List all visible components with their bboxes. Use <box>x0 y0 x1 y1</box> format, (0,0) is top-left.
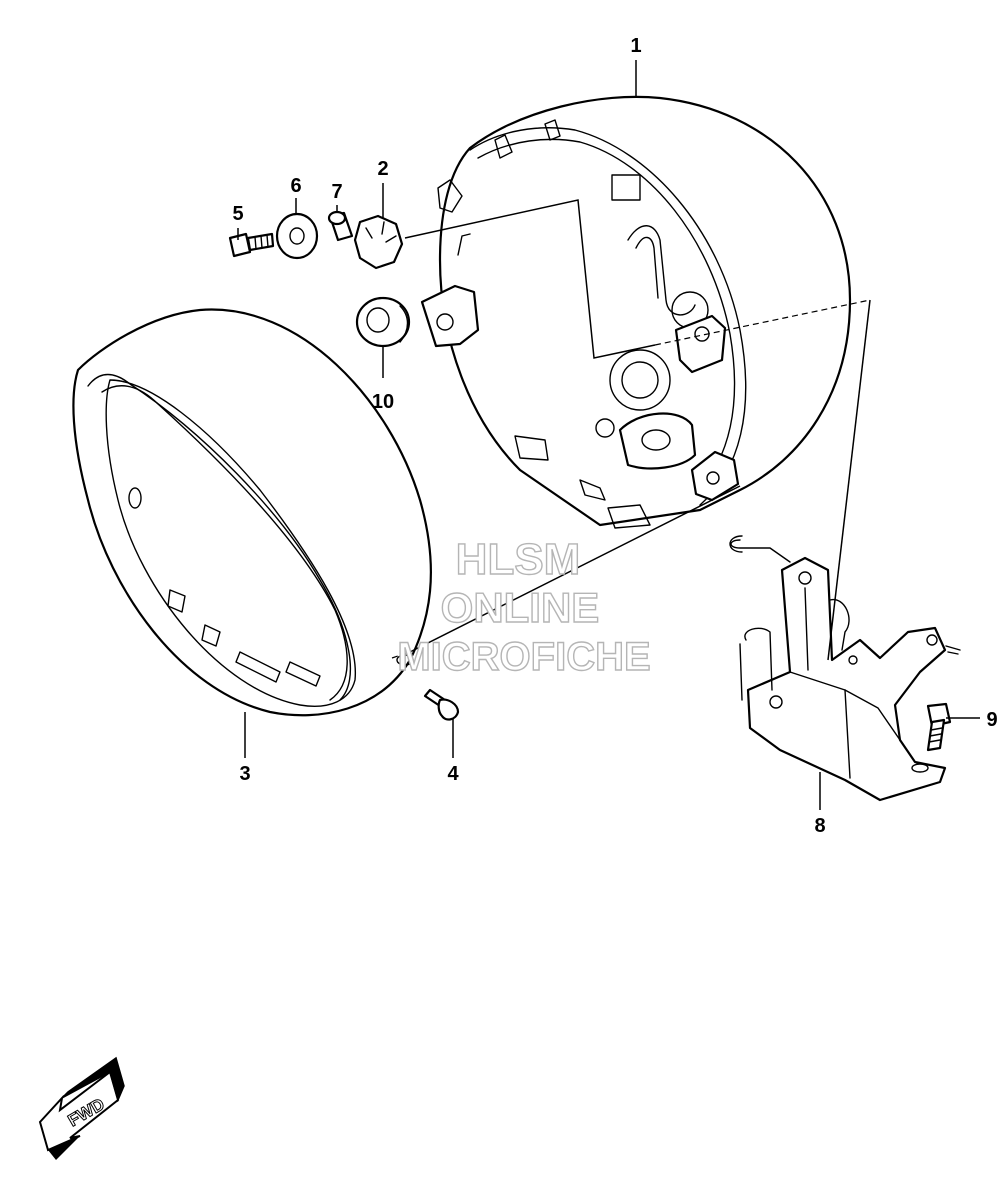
headlight-housing[interactable] <box>420 95 852 529</box>
guide-lines <box>237 60 980 810</box>
bolt-5[interactable] <box>228 232 275 258</box>
callout-9: 9 <box>986 709 997 731</box>
washer-6[interactable] <box>275 212 319 260</box>
watermark-line-2: ONLINE <box>441 584 600 631</box>
callout-1: 1 <box>630 35 641 57</box>
watermark-line-1: HLSM <box>456 535 581 584</box>
callout-5: 5 <box>232 203 243 225</box>
callout-8: 8 <box>814 815 825 837</box>
callout-6: 6 <box>290 175 301 197</box>
screw-4[interactable] <box>423 688 460 721</box>
collar-7[interactable] <box>327 210 354 242</box>
bolt-9[interactable] <box>926 702 952 752</box>
callout-2: 2 <box>377 158 388 180</box>
grommet-10[interactable] <box>355 296 411 348</box>
nut-2[interactable] <box>353 214 404 270</box>
callout-4: 4 <box>447 763 459 785</box>
watermark-line-3: MICROFICHE <box>397 635 650 679</box>
headlight-rim[interactable] <box>72 308 433 717</box>
callout-10: 10 <box>372 391 394 413</box>
bracket-8[interactable] <box>729 535 961 802</box>
callout-3: 3 <box>239 763 250 785</box>
callout-labels: 1 2 3 4 5 6 7 8 9 10 <box>232 35 997 837</box>
fwd-arrow-icon: FWD <box>38 1056 125 1160</box>
watermark: HLSM ONLINE MICROFICHE <box>397 534 652 679</box>
callout-7: 7 <box>331 181 342 203</box>
